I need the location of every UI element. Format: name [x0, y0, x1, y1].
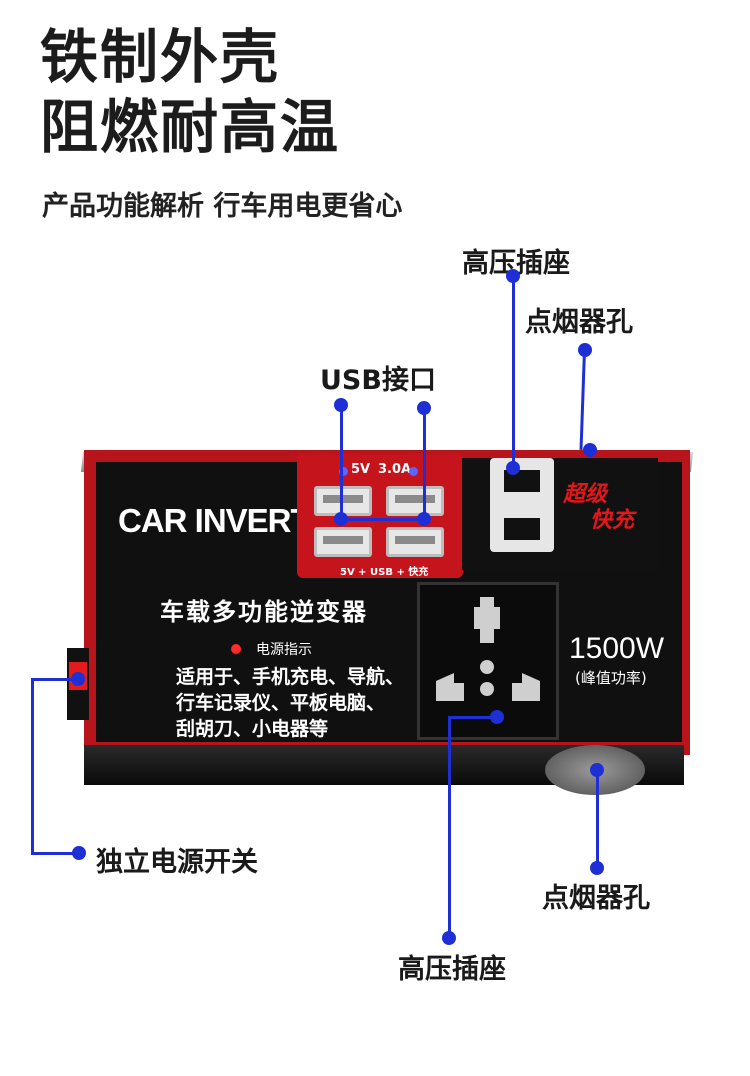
usb-port-4[interactable] — [386, 527, 444, 557]
callout-high-voltage-bottom: 高压插座 — [398, 954, 506, 985]
usage-line-2: 行车记录仪、平板电脑、 — [176, 692, 386, 714]
power-rating-note: (峰值功率) — [575, 669, 647, 687]
callout-dot — [506, 461, 520, 475]
callout-dot — [583, 443, 597, 457]
callout-line — [340, 405, 343, 519]
callout-cigarette-top: 点烟器孔 — [525, 307, 633, 338]
power-indicator-led — [231, 644, 241, 654]
callout-cigarette-bottom: 点烟器孔 — [542, 883, 650, 914]
socket-slot — [504, 518, 540, 540]
callout-line — [579, 349, 586, 450]
callout-dot — [72, 846, 86, 860]
callout-dot — [590, 861, 604, 875]
product-name: 车载多功能逆变器 — [160, 598, 368, 626]
fast-charge-text-1: 超级 — [563, 482, 608, 507]
usb-port-3[interactable] — [314, 527, 372, 557]
callout-power-switch: 独立电源开关 — [96, 847, 258, 878]
headline-line2: 阻燃耐高温 — [40, 93, 341, 161]
callout-line — [340, 518, 426, 521]
callout-line — [423, 408, 426, 519]
callout-dot — [334, 512, 348, 526]
power-indicator-label: 电源指示 — [256, 642, 312, 658]
power-rating: 1500W — [569, 632, 665, 665]
usage-line-1: 适用于、手机充电、导航、 — [176, 666, 405, 688]
usb-5v-led — [339, 467, 348, 476]
headline-line1: 铁制外壳 — [40, 23, 281, 91]
high-voltage-top-socket[interactable] — [490, 458, 554, 552]
callout-dot — [417, 512, 431, 526]
callout-dot — [71, 672, 85, 686]
usage-line-3: 刮胡刀、小电器等 — [176, 718, 329, 740]
usb-3a-led — [409, 467, 418, 476]
subtitle: 产品功能解析 行车用电更省心 — [42, 191, 403, 222]
callout-usb: USB接口 — [320, 365, 436, 396]
callout-line — [31, 678, 78, 681]
callout-line — [31, 852, 79, 855]
socket-slot — [504, 470, 540, 492]
universal-outlet[interactable] — [417, 582, 559, 740]
usb-caption: 5V + USB + 快充 — [340, 567, 429, 578]
outlet-holes-icon — [436, 597, 540, 701]
fast-charge-text-2: 快充 — [590, 508, 635, 533]
usb-5v-label: 5V — [351, 462, 371, 477]
callout-line — [512, 276, 515, 468]
callout-line — [448, 716, 451, 938]
callout-line — [449, 716, 498, 719]
callout-dot — [442, 931, 456, 945]
callout-line — [31, 678, 34, 854]
usb-panel — [297, 454, 463, 578]
callout-line — [596, 770, 599, 868]
usb-port-2[interactable] — [386, 486, 444, 516]
usb-3a-label: 3.0A — [378, 462, 412, 477]
